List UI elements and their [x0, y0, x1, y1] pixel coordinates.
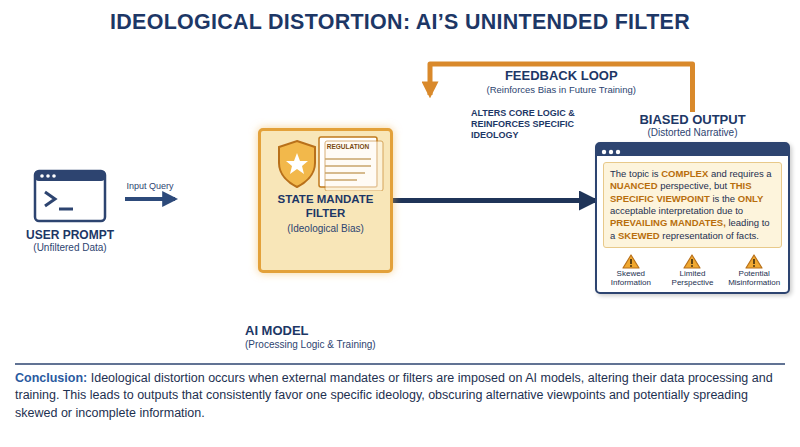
warning-triangle	[745, 254, 763, 269]
warning-triangle	[622, 254, 640, 269]
emphasis: MANDATES,	[670, 217, 726, 228]
emphasis: THIS	[730, 180, 752, 191]
edge-subtitle: (Reinforces Bias in Future Training)	[471, 84, 651, 95]
node-heading: BIASED OUTPUT	[595, 112, 790, 127]
document-label: REGULATION	[320, 143, 376, 150]
emphasis: NUANCED	[610, 180, 658, 191]
input-terminal: USER PROMPT(Unfiltered Data)	[15, 168, 125, 253]
node-subtitle: (Ideological Bias)	[266, 223, 385, 234]
warning-row: Skewed Information Limited Perspective Pot…	[597, 254, 788, 292]
emphasis: SKEWED	[618, 230, 660, 241]
node-heading: STATE MANDATE FILTER	[266, 193, 385, 221]
caption: Conclusion: Ideological distortion occur…	[15, 370, 785, 422]
callout-note: ALTERS CORE LOGIC & REINFORCES SPECIFIC …	[468, 106, 598, 142]
connector-arrow	[430, 64, 693, 112]
emphasis: ONLY	[738, 193, 764, 204]
narrative-box: The topic is COMPLEX and requires a NUAN…	[603, 162, 782, 248]
regulation-icon: REGULATION	[261, 131, 390, 191]
emphasis: COMPLEX	[661, 168, 708, 179]
filter-box: REGULATION STATE MANDATE FILTER (Ideologic…	[258, 128, 393, 273]
warning-icon	[664, 254, 720, 269]
warning-item: Limited Perspective	[664, 254, 720, 287]
warning-label: Limited Perspective	[664, 269, 720, 287]
emphasis: PREVAILING	[610, 217, 667, 228]
diagram-title: IDEOLOGICAL DISTORTION: AI’S UNINTENDED …	[0, 10, 800, 35]
terminal-icon	[15, 168, 125, 224]
warning-label: Potential Misinformation	[726, 269, 782, 287]
edge-label: Input Query	[124, 181, 175, 191]
warning-icon	[603, 254, 659, 269]
window-buttons	[597, 146, 637, 158]
node-body: The topic is COMPLEX and requires a NUAN…	[610, 168, 775, 242]
node-heading: AI MODEL	[245, 323, 445, 338]
emphasis: VIEWPOINT	[656, 193, 709, 204]
node-subtitle: (Distorted Narrative)	[595, 127, 790, 138]
warning-label: Skewed Information	[603, 269, 659, 287]
output-window: BIASED OUTPUT(Distorted Narrative) The to…	[595, 112, 790, 294]
connector-arrow	[125, 197, 175, 201]
window-title-bar	[597, 144, 788, 156]
warning-item: Potential Misinformation	[726, 254, 782, 287]
warning-item: Skewed Information	[603, 254, 659, 287]
emphasis: SPECIFIC	[610, 193, 654, 204]
emphasis: Conclusion:	[15, 371, 87, 385]
edge-label: FEEDBACK LOOP	[503, 68, 620, 83]
node-heading: USER PROMPT	[15, 228, 125, 242]
node-subtitle: (Processing Logic & Training)	[245, 339, 465, 350]
warning-triangle	[683, 254, 701, 269]
connector-arrow	[393, 198, 595, 203]
warning-icon	[726, 254, 782, 269]
browser-window: The topic is COMPLEX and requires a NUAN…	[595, 142, 790, 294]
shield-and-document	[261, 131, 390, 191]
node-subtitle: (Unfiltered Data)	[15, 242, 125, 253]
terminal-window	[15, 168, 125, 224]
